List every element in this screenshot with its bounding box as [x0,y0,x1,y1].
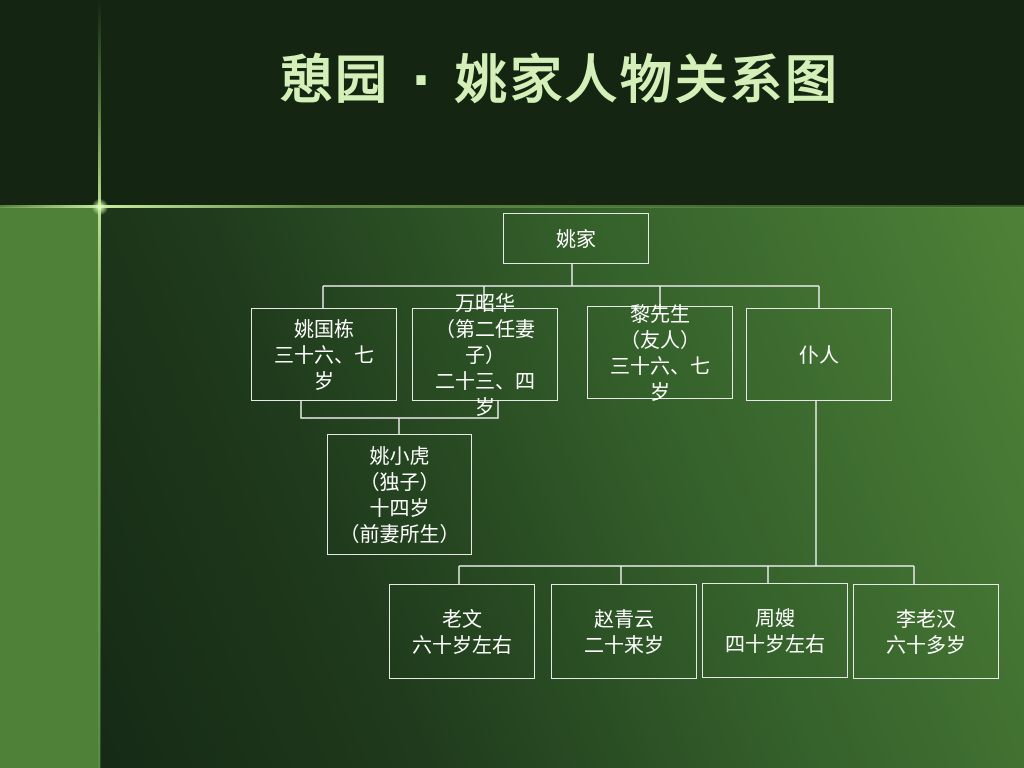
node-label: 周嫂 四十岁左右 [725,605,825,656]
node-label: 姚小虎 （独子） 十四岁 （前妻所生） [339,443,460,546]
decorative-horizontal-line [0,205,1024,208]
node-li-laohan: 李老汉 六十多岁 [853,584,999,679]
node-label: 黎先生 （友人） 三十六、七 岁 [610,301,710,404]
header-band [0,0,1024,205]
node-yao-xiaohu: 姚小虎 （独子） 十四岁 （前妻所生） [327,434,472,555]
node-label: 老文 六十岁左右 [412,606,512,657]
node-servants: 仆人 [746,308,892,401]
body-panel [100,207,1024,768]
node-label: 姚家 [556,226,596,251]
node-zhao-qingyun: 赵青云 二十来岁 [551,584,697,679]
node-wan-zhaohua: 万昭华 （第二任妻 子） 二十三、四 岁 [412,291,558,419]
node-lao-wen: 老文 六十岁左右 [389,584,535,679]
decorative-glow [92,199,108,215]
left-strip [0,207,100,768]
node-yao-family: 姚家 [503,213,649,264]
node-mr-li: 黎先生 （友人） 三十六、七 岁 [587,302,733,404]
node-zhou-sao: 周嫂 四十岁左右 [702,583,848,678]
decorative-vertical-line [98,0,101,768]
node-label: 李老汉 六十多岁 [886,606,966,657]
node-label: 万昭华 （第二任妻 子） 二十三、四 岁 [435,290,535,419]
node-label: 赵青云 二十来岁 [584,606,664,657]
slide-title: 憩园 · 姚家人物关系图 [280,51,840,111]
node-yao-guodong: 姚国栋 三十六、七 岁 [251,308,397,401]
node-label: 姚国栋 三十六、七 岁 [274,316,374,393]
node-label: 仆人 [799,342,839,367]
